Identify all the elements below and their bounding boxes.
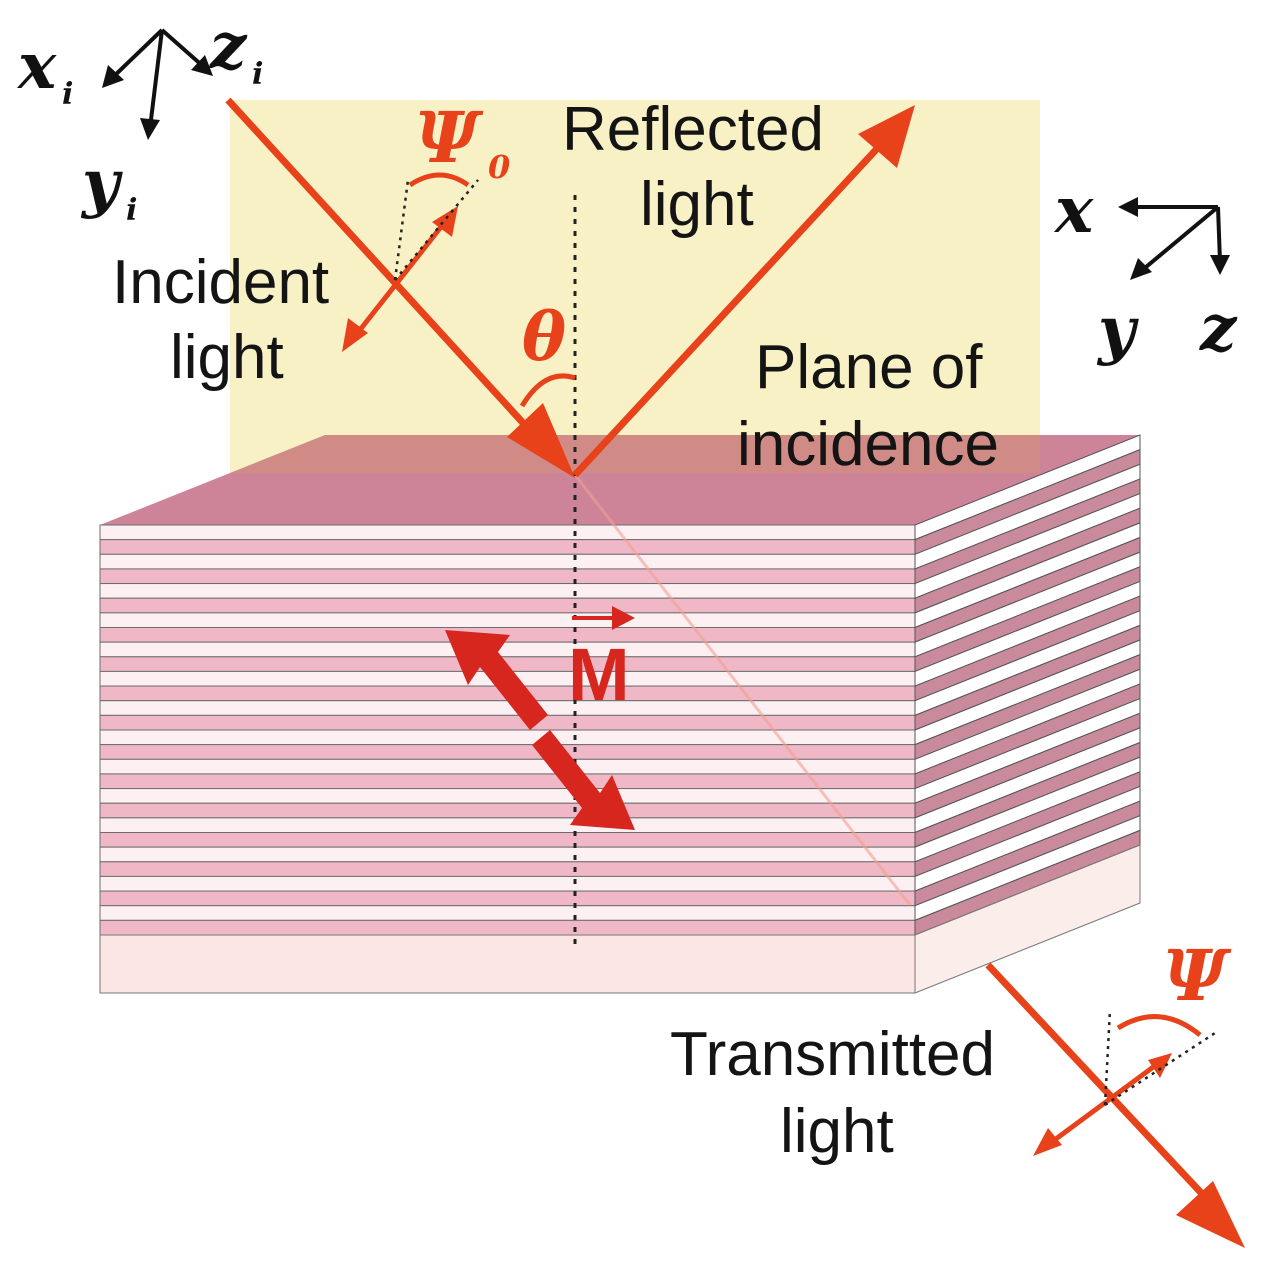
layer-front <box>99 744 916 760</box>
plane-of-incidence-label-line2: incidence <box>737 410 999 479</box>
layer-front <box>99 758 916 775</box>
axis-zi-subscript: i <box>252 57 263 92</box>
magnetization-label: M <box>568 633 630 716</box>
layer-front <box>99 919 916 936</box>
multilayer-side-face <box>914 434 1141 936</box>
transmitted-beam-arrowhead <box>1176 1181 1245 1248</box>
axis-y-label: y <box>1096 293 1139 368</box>
transmitted-polarization-arrow <box>1033 1009 1216 1156</box>
layer-front <box>99 788 916 804</box>
psi-label: Ψ <box>1163 934 1232 1017</box>
axis-x-label: x <box>1053 173 1094 248</box>
magnetization-arrow <box>445 630 635 830</box>
layer-front <box>99 612 916 628</box>
layer-front <box>99 817 916 833</box>
layer-front <box>99 641 916 658</box>
incident-beam <box>225 97 548 450</box>
plane-of-incidence-label-line1: Plane of <box>755 333 983 402</box>
layer-front <box>99 729 916 746</box>
layer-front <box>99 875 916 892</box>
transmitted-light-label-line2: light <box>780 1097 894 1166</box>
layer-front <box>99 553 916 570</box>
transmitted-beam <box>985 962 1223 1216</box>
incident-light-label-line2: light <box>170 323 284 392</box>
plane-overlap-tint <box>230 435 1040 473</box>
theta-label: θ <box>522 298 566 376</box>
layer-front <box>99 583 916 599</box>
psi0-subscript: 0 <box>488 148 510 186</box>
multilayer-front-face <box>99 524 916 936</box>
axis-z-label: z <box>1199 291 1238 366</box>
psi0-label: Ψ <box>415 96 484 179</box>
layer-front <box>99 568 916 585</box>
beam-inside-sample <box>573 474 912 906</box>
magnetization-vector-mark <box>572 606 635 630</box>
reflected-beam-arrowhead <box>858 105 915 168</box>
incident-polarization-arrow <box>342 172 479 352</box>
reflected-beam <box>572 137 888 478</box>
substrate-side <box>914 844 1141 994</box>
axis-yi-label: y <box>80 146 123 221</box>
layer-front <box>99 861 916 877</box>
theta-angle-arc <box>519 373 576 408</box>
axis-xi-subscript: i <box>62 77 73 112</box>
layer-front <box>99 846 916 863</box>
reflected-light-label-line2: light <box>640 170 754 239</box>
layer-front <box>99 700 916 716</box>
incident-beam-arrowhead <box>507 403 575 478</box>
transmitted-light-label-line1: Transmitted <box>670 1020 995 1089</box>
layer-front <box>99 539 916 555</box>
layer-front <box>99 802 916 819</box>
sample-axes <box>1118 197 1230 280</box>
layer-front <box>99 832 916 848</box>
incident-axes <box>102 28 213 140</box>
incident-light-label-line1: Incident <box>112 248 329 317</box>
layer-front <box>99 773 916 790</box>
layer-front <box>99 714 916 731</box>
axis-yi-subscript: i <box>126 193 137 228</box>
layer-front <box>99 890 916 907</box>
layer-front <box>99 597 916 614</box>
axis-zi-label: z <box>209 9 248 84</box>
layer-front <box>99 905 916 921</box>
layer-front <box>99 524 916 541</box>
substrate-front <box>99 934 916 994</box>
axis-xi-label: x <box>16 29 57 104</box>
reflected-light-label-line1: Reflected <box>562 95 824 164</box>
sample-top-face <box>100 435 1140 525</box>
